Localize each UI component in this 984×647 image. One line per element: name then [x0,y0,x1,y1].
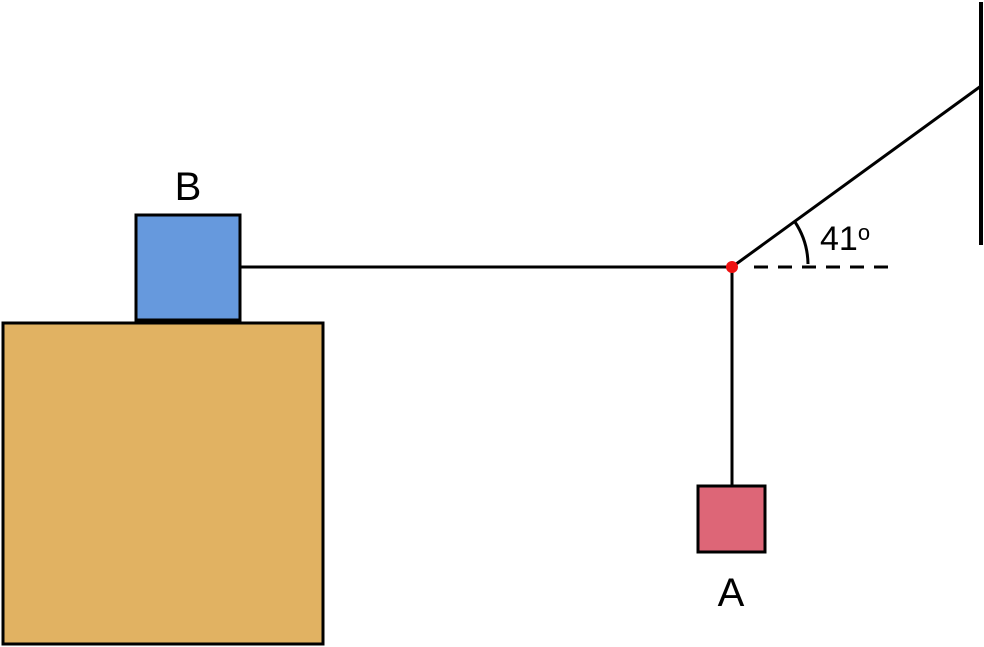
block-b [134,213,242,322]
angle-arc [793,221,810,265]
block-b-label: B [175,165,202,209]
angle-value: 41 [820,220,858,258]
angled-rope [731,84,982,269]
angle-label: 41o [820,220,870,258]
block-a-label: A [718,571,745,615]
knot-point [726,261,738,273]
block-a [696,484,767,554]
angle-degree-mark: o [858,220,870,245]
table-block [1,321,325,646]
